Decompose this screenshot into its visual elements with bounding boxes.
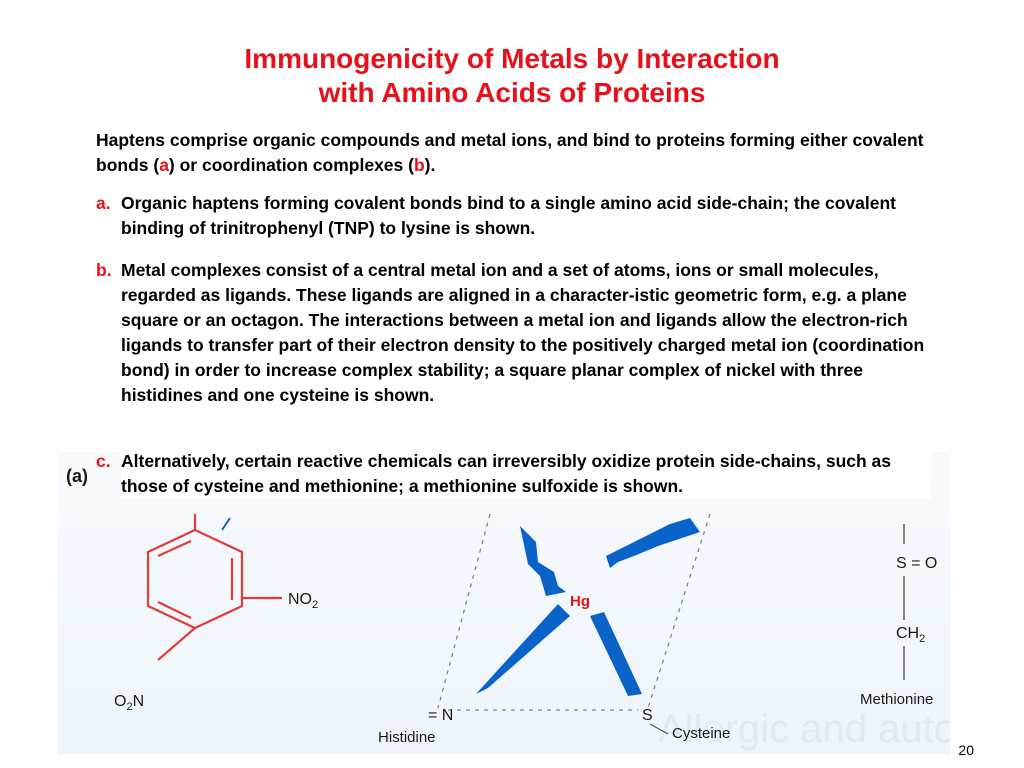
item-letter: b.	[96, 260, 112, 280]
histidine-label: Histidine	[378, 729, 436, 746]
histidine-n-label: = N	[428, 707, 453, 724]
tnp-ring	[146, 514, 282, 661]
item-text: Organic haptens forming covalent bonds b…	[121, 193, 896, 238]
title-line-2: with Amino Acids of Proteins	[318, 77, 706, 108]
intro-paragraph: Haptens comprise organic compounds and m…	[96, 130, 924, 175]
item-letter: a.	[96, 193, 111, 213]
item-text: Metal complexes consist of a central met…	[121, 260, 925, 405]
slide-title: Immunogenicity of Metals by Interaction …	[0, 42, 1024, 110]
no2-label: NO2	[288, 591, 318, 611]
sulfoxide-label: S = O	[896, 555, 937, 572]
cysteine-label: Cysteine	[672, 725, 730, 742]
title-line-1: Immunogenicity of Metals by Interaction	[244, 43, 780, 74]
ch2-label: CH2	[896, 625, 925, 645]
metal-ion-label: Hg	[570, 593, 590, 610]
methionine-label: Methionine	[860, 691, 933, 708]
ref-a: a	[159, 155, 169, 175]
cysteine-bond	[649, 723, 669, 735]
coordination-wedges	[476, 518, 700, 696]
ref-b: b	[413, 155, 425, 175]
panel-label: (a)	[66, 466, 88, 486]
item-letter: c.	[96, 451, 111, 471]
o2n-label: O2N	[114, 693, 144, 713]
list-item-a: a. Organic haptens forming covalent bond…	[96, 191, 931, 241]
list-item-b: b. Metal complexes consist of a central …	[96, 258, 931, 408]
list-item-c: c. Alternatively, certain reactive chemi…	[96, 449, 931, 499]
page-number: 20	[958, 742, 974, 758]
item-text: Alternatively, certain reactive chemical…	[121, 449, 931, 499]
coordination-plane	[437, 513, 711, 711]
cysteine-s-label: S	[642, 707, 653, 724]
lysine-bond	[221, 517, 231, 531]
